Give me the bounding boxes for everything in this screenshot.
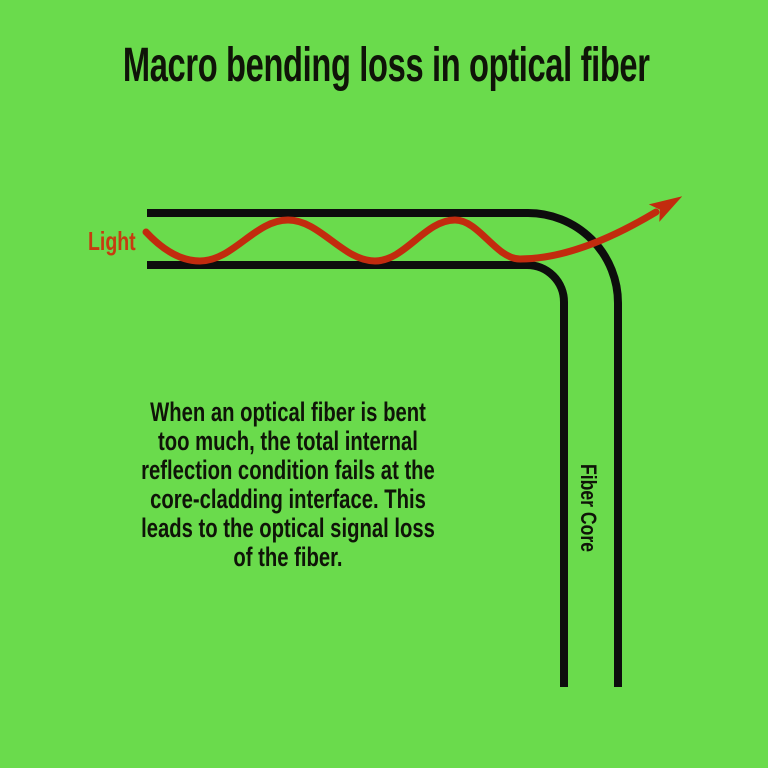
fiber-outer-wall [147, 209, 622, 687]
fiber-inner-wall [147, 261, 568, 687]
description-line: reflection condition fails at the [141, 455, 435, 485]
fiber-core-label: Fiber Core [576, 463, 601, 553]
description-line: When an optical fiber is bent [150, 397, 426, 427]
description-line: of the fiber. [233, 542, 343, 572]
description-text: When an optical fiber is bent too much, … [138, 398, 438, 572]
light-label: Light [88, 226, 136, 256]
description-line: core-cladding interface. This [150, 484, 426, 514]
page-title: Macro bending loss in optical fiber [122, 39, 650, 92]
light-wave [142, 196, 683, 265]
description-line: too much, the total internal [158, 426, 418, 456]
description-line: leads to the optical signal loss [141, 513, 435, 543]
